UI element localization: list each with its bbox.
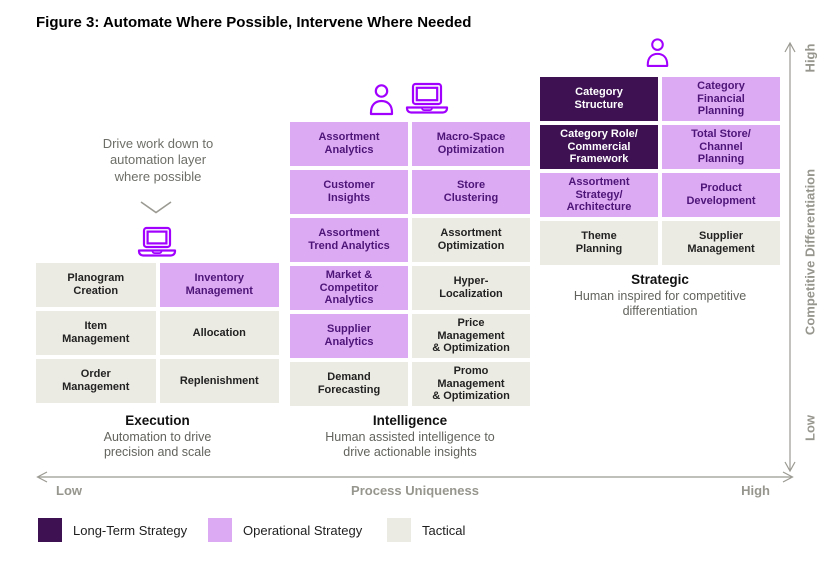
intelligence-grid: Assortment Analytics Macro-Space Optimiz… bbox=[290, 122, 530, 406]
capability-box-supplier-management: Supplier Management bbox=[662, 221, 780, 265]
x-axis-min-label: Low bbox=[56, 483, 82, 498]
person-icon bbox=[645, 37, 670, 73]
capability-box-category-structure: Category Structure bbox=[540, 77, 658, 121]
y-axis-min-label: Low bbox=[802, 415, 818, 441]
x-axis-arrow bbox=[34, 470, 796, 489]
capability-box-supplier-analytics: Supplier Analytics bbox=[290, 314, 408, 358]
capability-box-item-management: Item Management bbox=[36, 311, 156, 355]
laptop-icon bbox=[137, 226, 177, 264]
chevron-down-icon bbox=[139, 200, 173, 220]
strategic-caption: Strategic Human inspired for competitive… bbox=[540, 272, 780, 320]
capability-box-promo-management-optimization: Promo Management & Optimization bbox=[412, 362, 530, 406]
automation-annotation: Drive work down to automation layer wher… bbox=[102, 136, 214, 184]
legend-label: Long-Term Strategy bbox=[73, 522, 188, 538]
capability-box-assortment-optimization: Assortment Optimization bbox=[412, 218, 530, 262]
x-axis-max-label: High bbox=[741, 483, 770, 498]
capability-box-allocation: Allocation bbox=[159, 311, 279, 355]
intelligence-description: Human assisted intelligence to drive act… bbox=[325, 430, 495, 460]
capability-box-assortment-trend-analytics: Assortment Trend Analytics bbox=[290, 218, 408, 262]
strategic-icons bbox=[645, 37, 670, 73]
legend: Long-Term Strategy Operational Strategy … bbox=[0, 517, 832, 545]
strategic-grid: Category Structure Category Financial Pl… bbox=[540, 77, 780, 265]
capability-box-customer-insights: Customer Insights bbox=[290, 170, 408, 214]
person-icon bbox=[368, 83, 395, 121]
y-axis-max-label: High bbox=[802, 43, 818, 73]
strategic-description: Human inspired for competitive different… bbox=[573, 289, 747, 319]
capability-box-product-development: Product Development bbox=[662, 173, 780, 217]
legend-swatch-tactical bbox=[387, 518, 411, 542]
capability-box-market-competitor-analytics: Market & Competitor Analytics bbox=[290, 266, 408, 310]
capability-box-price-management-optimization: Price Management & Optimization bbox=[412, 314, 530, 358]
capability-box-hyper-localization: Hyper- Localization bbox=[412, 266, 530, 310]
capability-box-assortment-strategy-architecture: Assortment Strategy/ Architecture bbox=[540, 173, 658, 217]
capability-box-category-financial-planning: Category Financial Planning bbox=[662, 77, 780, 121]
legend-item-long-term-strategy: Long-Term Strategy bbox=[38, 517, 187, 543]
capability-box-order-management: Order Management bbox=[36, 359, 156, 403]
capability-box-macro-space-optimization: Macro-Space Optimization bbox=[412, 122, 530, 166]
capability-box-planogram-creation: Planogram Creation bbox=[36, 263, 156, 307]
execution-grid: Planogram Creation Inventory Management … bbox=[36, 263, 279, 403]
capability-box-category-role-commercial-framework: Category Role/ Commercial Framework bbox=[540, 125, 658, 169]
capability-box-theme-planning: Theme Planning bbox=[540, 221, 658, 265]
execution-label: Execution bbox=[125, 413, 190, 428]
intelligence-label: Intelligence bbox=[372, 413, 448, 428]
capability-box-replenishment: Replenishment bbox=[159, 359, 279, 403]
legend-label: Tactical bbox=[422, 522, 466, 538]
capability-box-assortment-analytics: Assortment Analytics bbox=[290, 122, 408, 166]
execution-icons bbox=[137, 226, 177, 264]
x-axis-title: Process Uniqueness bbox=[351, 483, 479, 498]
figure-title: Figure 3: Automate Where Possible, Inter… bbox=[36, 14, 472, 31]
execution-caption: Execution Automation to drive precision … bbox=[36, 413, 279, 461]
legend-label: Operational Strategy bbox=[243, 522, 363, 538]
execution-description: Automation to drive precision and scale bbox=[103, 430, 212, 460]
capability-box-demand-forecasting: Demand Forecasting bbox=[290, 362, 408, 406]
capability-box-total-store-channel-planning: Total Store/ Channel Planning bbox=[662, 125, 780, 169]
legend-item-tactical: Tactical bbox=[387, 517, 465, 543]
intelligence-icons bbox=[368, 82, 449, 121]
legend-swatch-operational bbox=[208, 518, 232, 542]
laptop-icon bbox=[405, 82, 449, 121]
y-axis-title: Competitive Differentiation bbox=[802, 168, 818, 336]
capability-box-inventory-management: Inventory Management bbox=[159, 263, 279, 307]
strategic-label: Strategic bbox=[631, 272, 689, 287]
capability-box-store-clustering: Store Clustering bbox=[412, 170, 530, 214]
legend-item-operational-strategy: Operational Strategy bbox=[208, 517, 362, 543]
intelligence-caption: Intelligence Human assisted intelligence… bbox=[280, 413, 540, 461]
legend-swatch-long-term bbox=[38, 518, 62, 542]
y-axis-arrow bbox=[783, 40, 797, 479]
